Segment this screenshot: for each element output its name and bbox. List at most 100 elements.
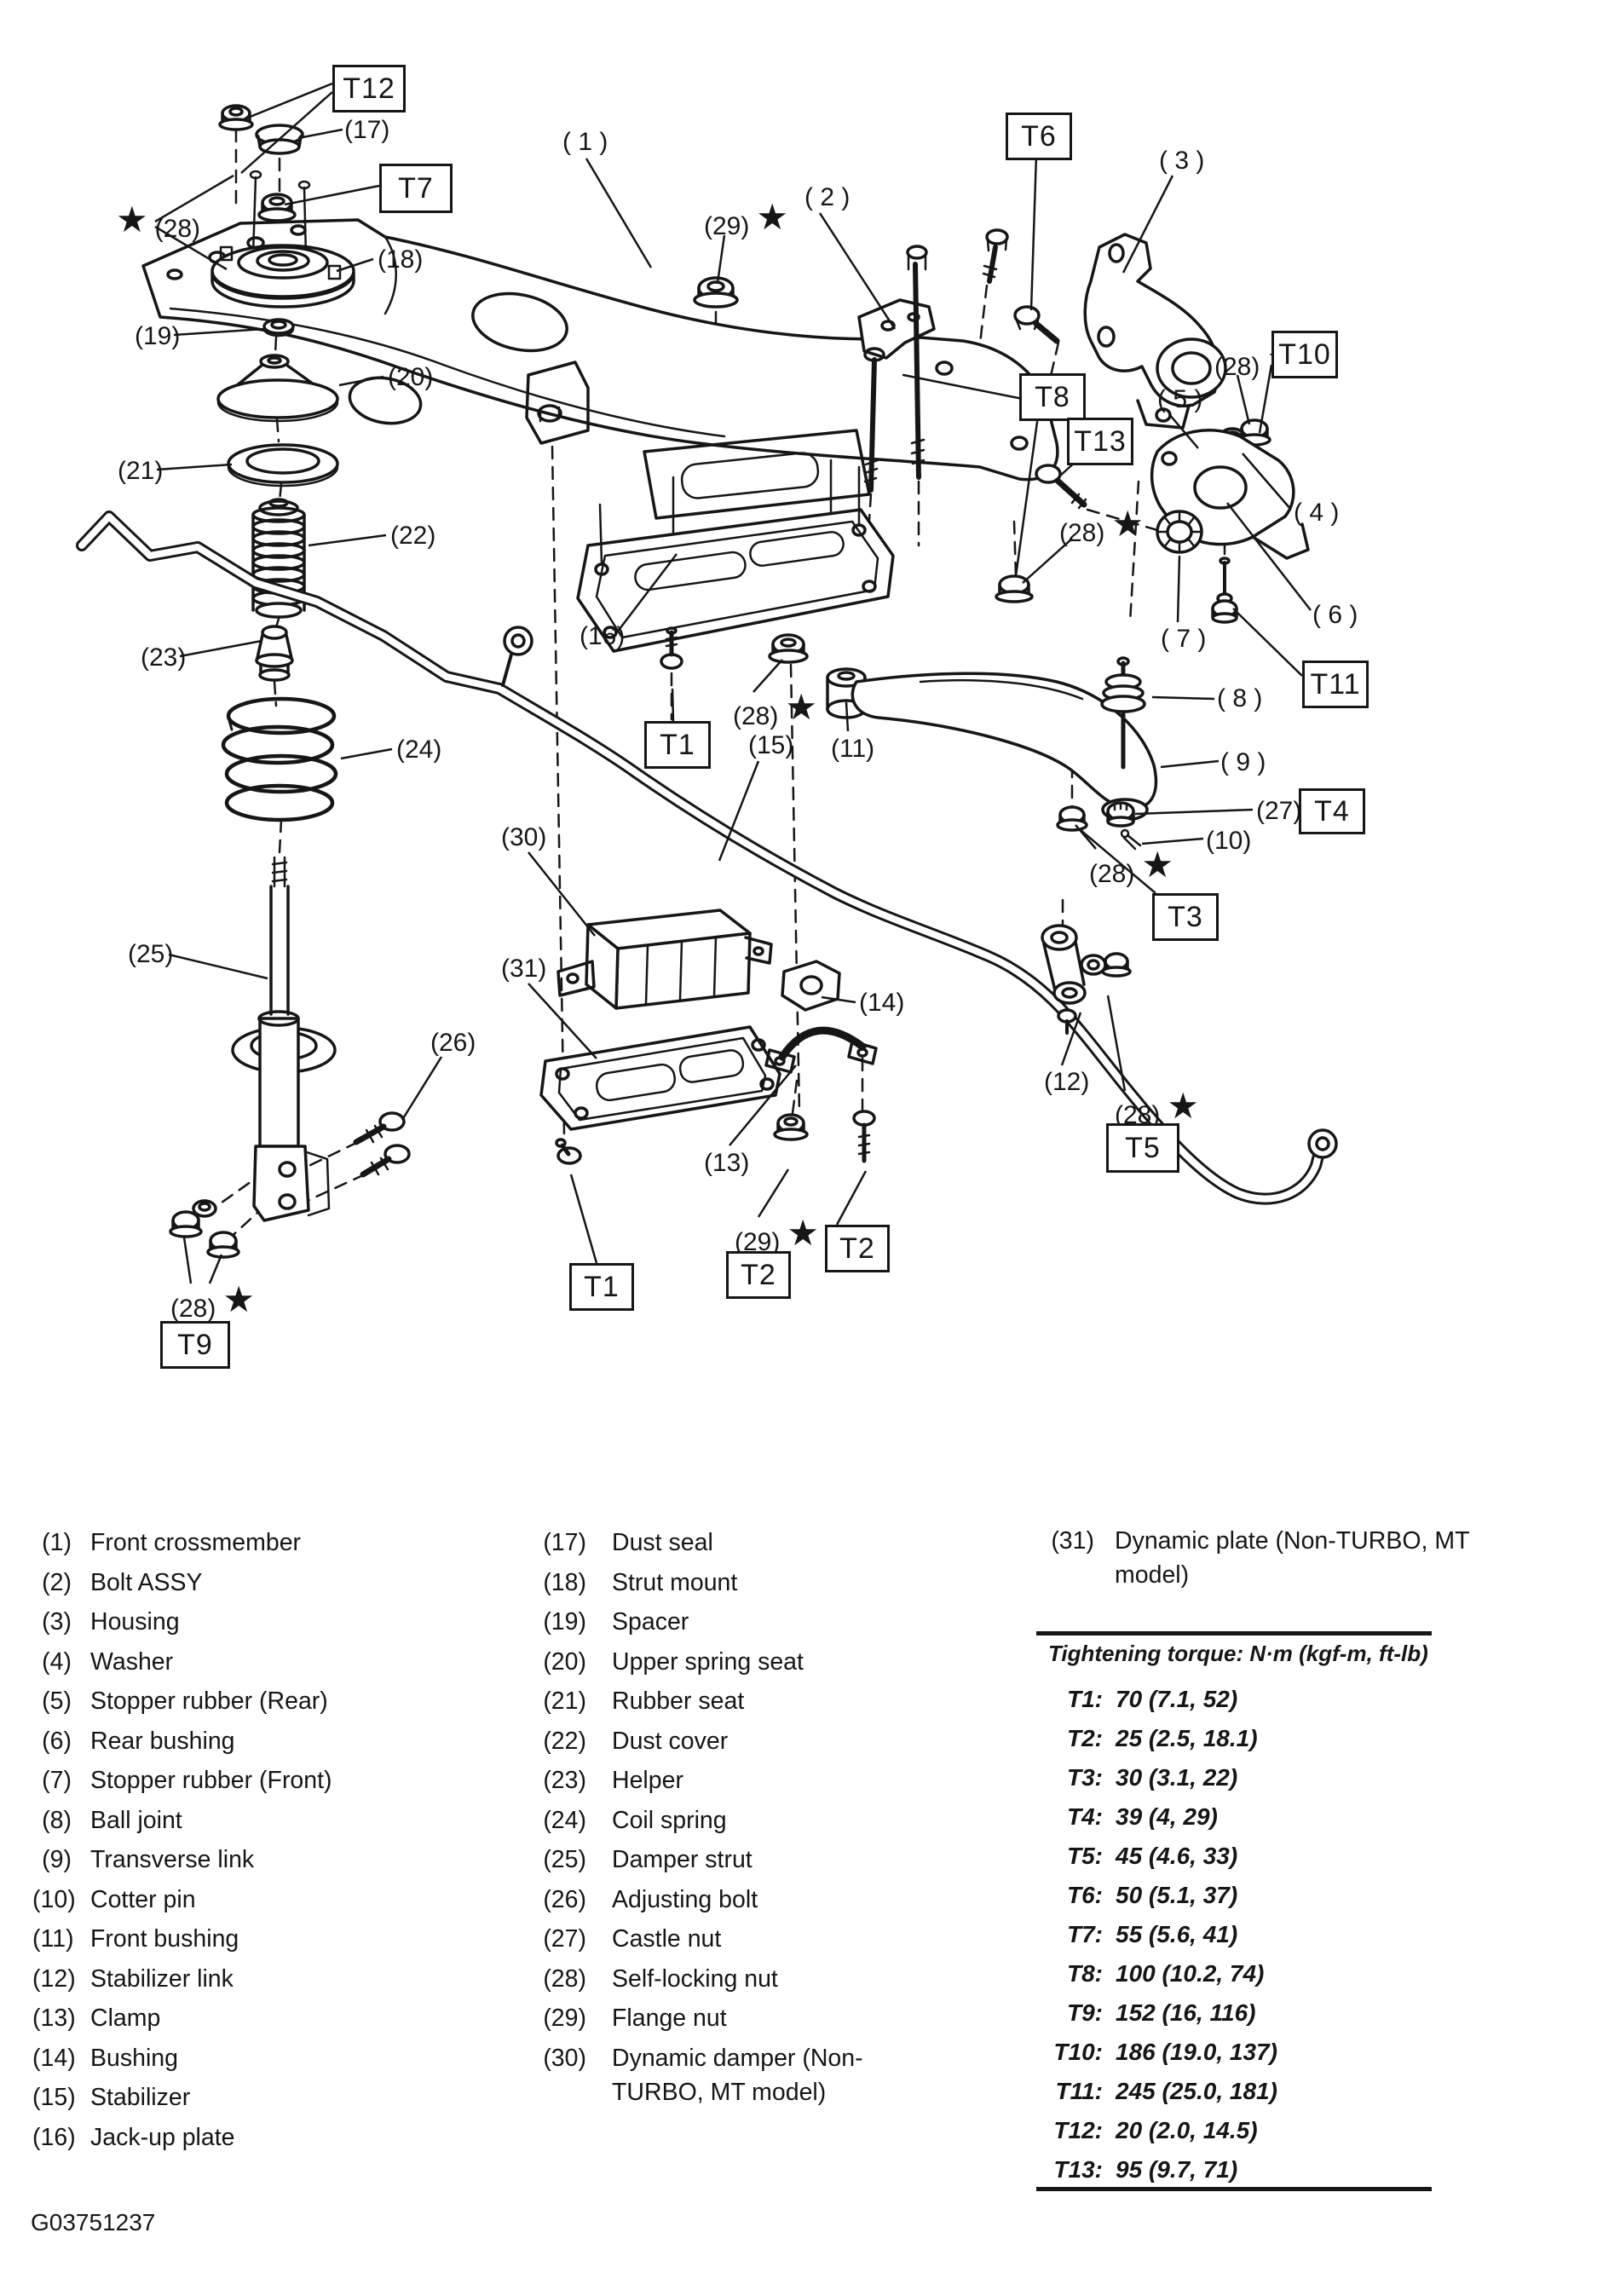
legend-item-17: (17)Dust seal xyxy=(528,1526,1006,1566)
torque-table: T1:70 (7.1, 52)T2:25 (2.5, 18.1)T3:30 (3… xyxy=(1036,1682,1277,2192)
callout-text: (28) xyxy=(1089,860,1135,888)
legend-item-5: (5) Stopper rubber (Rear) xyxy=(32,1684,510,1724)
callout-text: (10) xyxy=(1206,827,1252,855)
leader-line xyxy=(1060,1012,1082,1066)
torque-row-value: 95 (9.7, 71) xyxy=(1116,2156,1238,2183)
part-self-locking-nut-center xyxy=(768,633,809,664)
leader-line xyxy=(528,851,596,937)
star-icon: ★ xyxy=(756,197,789,237)
torque-tag-T11: T11 xyxy=(1302,661,1369,708)
callout-22: (22) xyxy=(390,522,435,551)
legend-item-number: (11) xyxy=(32,1925,74,1953)
leader-line xyxy=(585,158,653,268)
legend-item-31: (31)Dynamic plate (Non-TURBO, MT model) xyxy=(1036,1524,1514,1598)
legend-item-label: Stopper rubber (Rear) xyxy=(90,1687,328,1715)
torque-row-id: T1: xyxy=(1067,1686,1103,1712)
part-t12-nut xyxy=(218,104,254,131)
legend-item-label: Bolt ASSY xyxy=(90,1568,203,1596)
leader-line xyxy=(818,212,897,330)
legend-item-1: (1)Front crossmember xyxy=(32,1526,510,1566)
torque-row-T1: T1:70 (7.1, 52) xyxy=(1036,1682,1277,1722)
callout-text: (15) xyxy=(748,731,794,759)
legend-item-number: (2) xyxy=(42,1568,72,1596)
part-upper-spring-seat xyxy=(216,354,339,423)
callout-1: ( 1 ) xyxy=(562,128,608,157)
torque-tag-T7: T7 xyxy=(379,164,453,213)
torque-row-id: T13: xyxy=(1053,2156,1103,2183)
torque-row-T12: T12:20 (2.0, 14.5) xyxy=(1036,2114,1277,2153)
torque-row-id: T2: xyxy=(1067,1725,1103,1751)
callout-text: ( 2 ) xyxy=(804,183,851,211)
legend-item-number: (16) xyxy=(32,2123,76,2151)
leader-line xyxy=(716,234,726,284)
legend-item-label: Stopper rubber (Front) xyxy=(90,1767,332,1794)
callout-text: ( 9 ) xyxy=(1220,748,1266,776)
bolt-t2-right xyxy=(852,1110,876,1163)
callout-20: (20) xyxy=(388,363,433,392)
leader-line xyxy=(1160,759,1220,769)
legend-item-10: (10)Cotter pin xyxy=(32,1883,510,1923)
legend-item-label: Flange nut xyxy=(612,2005,727,2032)
torque-row-T6: T6:50 (5.1, 37) xyxy=(1036,1878,1277,1918)
leader-line xyxy=(1075,824,1097,850)
figure-code: G03751237 xyxy=(31,2209,156,2235)
strut-bottom-nuts xyxy=(169,1199,240,1259)
leader-line xyxy=(1022,538,1073,584)
callout-text: ( 7 ) xyxy=(1161,625,1207,653)
leader-line xyxy=(1226,502,1312,611)
part-spacer xyxy=(262,318,295,337)
torque-row-T7: T7:55 (5.6, 41) xyxy=(1036,1918,1277,1957)
torque-row-T4: T4:39 (4, 29) xyxy=(1036,1800,1277,1839)
callout-text: (19) xyxy=(135,322,181,350)
legend-item-30: (30)Dynamic damper (Non-TURBO, MT model) xyxy=(528,2041,1006,2115)
leader-line xyxy=(179,639,262,658)
torque-row-value: 100 (10.2, 74) xyxy=(1116,1960,1265,1987)
star-icon: ★ xyxy=(1141,845,1174,885)
torque-row-value: 25 (2.5, 18.1) xyxy=(1116,1725,1258,1751)
callout-text: (26) xyxy=(430,1029,476,1057)
legend-item-label: Front crossmember xyxy=(90,1529,302,1556)
legend-item-number: (18) xyxy=(543,1568,586,1596)
callout-10: (10) xyxy=(1206,827,1251,856)
part-bolt-assy xyxy=(857,245,936,493)
callout-text: (13) xyxy=(704,1149,750,1177)
torque-tag-T5: T5 xyxy=(1106,1123,1179,1173)
leader-line xyxy=(1122,175,1174,274)
leader-line xyxy=(569,1174,598,1264)
part-cotter-pin xyxy=(1120,828,1142,851)
leader-line xyxy=(821,995,856,1004)
part-stabilizer-link xyxy=(1041,924,1087,1035)
torque-table-bottom-rule xyxy=(1036,2187,1432,2191)
torque-tag-T6: T6 xyxy=(1006,112,1072,160)
legend-item-number: (28) xyxy=(543,1964,586,1993)
leader-line xyxy=(1176,555,1181,623)
callout-7: ( 7 ) xyxy=(1161,625,1206,654)
callout-31: (31) xyxy=(501,955,546,984)
leader-line xyxy=(336,257,374,273)
part-damper-strut xyxy=(231,856,337,1222)
legend-item-label: Transverse link xyxy=(90,1846,255,1873)
legend-item-label: Upper spring seat xyxy=(612,1647,804,1676)
legend-item-29: (29)Flange nut xyxy=(528,2001,1006,2041)
legend-item-number: (5) xyxy=(42,1687,72,1715)
callout-14: (14) xyxy=(859,989,904,1018)
legend-item-label: Dust cover xyxy=(612,1727,729,1755)
legend-item-number: (15) xyxy=(32,2084,76,2111)
legend-item-number: (30) xyxy=(543,2044,586,2072)
legend-item-label: Bushing xyxy=(90,2044,178,2072)
legend-item-19: (19)Spacer xyxy=(528,1605,1006,1645)
leader-line xyxy=(835,1170,868,1226)
legend-column-1: (1)Front crossmember(2)Bolt ASSY(3)Housi… xyxy=(32,1526,510,2160)
part-adjusting-bolts xyxy=(353,1111,411,1178)
leader-line xyxy=(1258,364,1273,434)
leader-line xyxy=(1242,453,1292,511)
legend-item-label: Dynamic plate (Non-TURBO, MT model) xyxy=(1115,1527,1469,1589)
callout-text: (21) xyxy=(118,457,164,485)
legend-item-number: (25) xyxy=(543,1846,586,1873)
torque-row-T5: T5:45 (4.6, 33) xyxy=(1036,1839,1277,1878)
callout-text: ( 1 ) xyxy=(562,128,608,156)
legend-item-16: (16)Jack-up plate xyxy=(32,2120,510,2160)
torque-tag-T2-right: T2 xyxy=(825,1225,890,1272)
